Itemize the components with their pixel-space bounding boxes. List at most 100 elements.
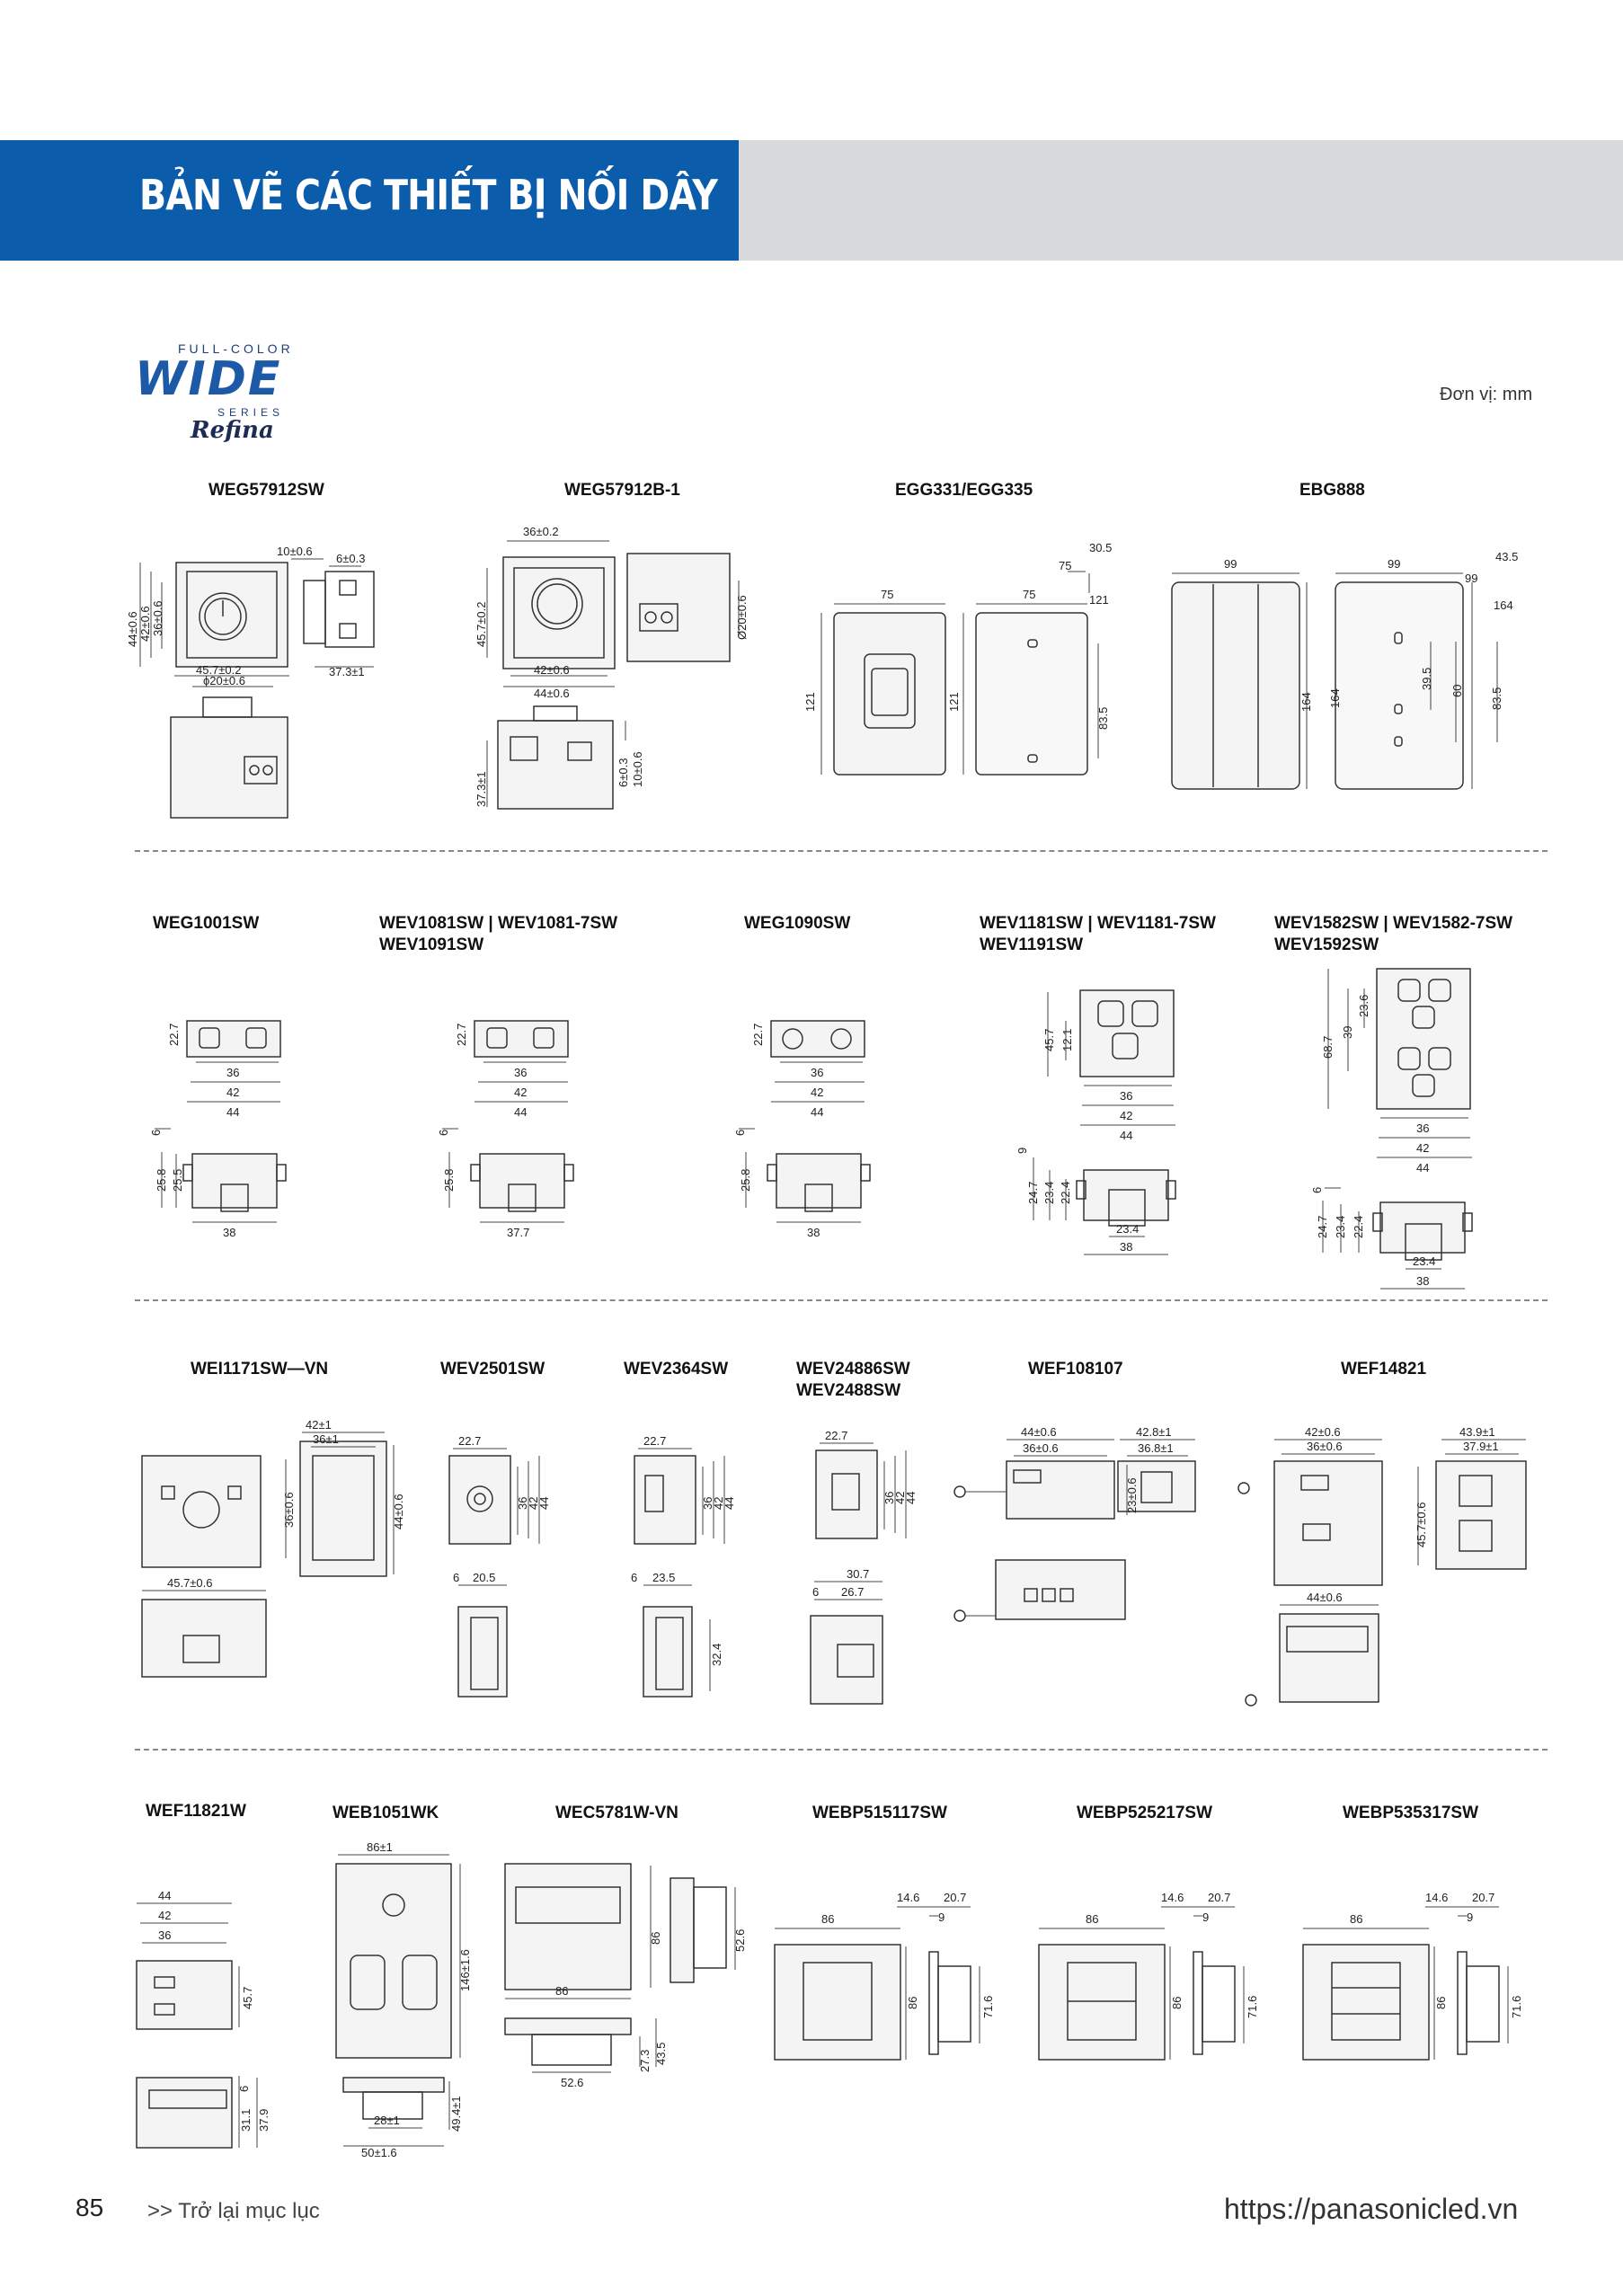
dim-label: 86 — [1434, 1997, 1448, 2009]
dim-label: 44±0.6 — [1021, 1425, 1057, 1439]
model-label: WEF14821 — [1341, 1360, 1427, 1378]
back-to-toc-link[interactable]: >> Trở lại mục lục — [147, 2199, 320, 2223]
section-divider — [135, 850, 1548, 852]
dim-label: 36 — [1416, 1121, 1429, 1135]
dim-label: 23.4 — [1413, 1254, 1435, 1268]
dim-label: 14.6 — [1161, 1891, 1184, 1904]
dim-label: 45.7±0.2 — [196, 663, 242, 677]
dim-label: 42 — [226, 1086, 239, 1099]
dim-label: 42 — [158, 1909, 171, 1922]
dim-label: 42 — [1416, 1141, 1429, 1155]
dim-label: 23.6 — [1357, 995, 1370, 1017]
dim-label: 36.8±1 — [1138, 1441, 1174, 1455]
model-label: WEI1171SW—VN — [191, 1360, 329, 1378]
drawing-wev1081sw: 22.7 36 42 44 6 25.8 37.7 — [431, 1008, 584, 1242]
dim-label: 86 — [555, 1984, 568, 1998]
dim-label: 36 — [158, 1928, 171, 1942]
dim-label: 6±0.3 — [336, 552, 365, 565]
page-title: BẢN VẼ CÁC THIẾT BỊ NỐI DÂY — [139, 171, 718, 219]
drawing-webp535317sw: 86 14.6 20.7 9 86 71.6 — [1299, 1891, 1569, 2070]
dim-label: 86 — [1350, 1912, 1362, 1926]
dim-label: 6 — [437, 1130, 450, 1136]
dim-label: 44 — [811, 1105, 823, 1119]
dim-label: 86 — [821, 1912, 834, 1926]
model-label: WEG57912SW — [208, 481, 324, 500]
dim-label: 22.7 — [825, 1429, 847, 1442]
dim-label: 68.7 — [1321, 1036, 1335, 1059]
drawing-webp525217sw: 86 14.6 20.7 9 86 71.6 — [1035, 1891, 1305, 2070]
dim-label: 86 — [1170, 1997, 1184, 2009]
dim-label: 23.4 — [1334, 1216, 1347, 1238]
dim-label: 23.4 — [1042, 1182, 1056, 1204]
dim-label: 22.7 — [751, 1024, 765, 1046]
dim-label: 10±0.6 — [277, 545, 313, 558]
dim-label: 20.7 — [944, 1891, 966, 1904]
dim-label: 38 — [223, 1226, 235, 1239]
dim-label: 86 — [1086, 1912, 1098, 1926]
section-divider — [135, 1299, 1548, 1301]
dim-label: 9 — [1015, 1148, 1029, 1154]
dim-label: 25.8 — [739, 1169, 752, 1192]
dim-label: 37.9 — [257, 2109, 270, 2132]
dim-label: 42 — [811, 1086, 823, 1099]
dim-label: 71.6 — [981, 1996, 995, 2018]
dim-label: 75 — [1059, 559, 1071, 572]
dim-label: 22.7 — [458, 1434, 481, 1448]
dim-label: 24.7 — [1316, 1216, 1329, 1238]
drawing-weg57912b-1: 36±0.2 45.7±0.2 42±0.6 44±0.6 Ø20±0.6 37… — [467, 521, 809, 845]
dim-label: 44 — [226, 1105, 239, 1119]
drawing-web1051wk: 86±1 146±1.6 49.4±1 28±1 50±1.6 — [327, 1837, 489, 2160]
dim-label: 38 — [1120, 1240, 1132, 1254]
dim-label: 26.7 — [841, 1585, 864, 1599]
header-bar — [0, 140, 739, 261]
drawing-wev2501sw: 22.7 36 42 44 6 20.5 — [435, 1431, 579, 1709]
drawing-wef11821w: 44 42 36 45.7 6 31.1 37.9 — [131, 1887, 293, 2166]
dim-label: 42 — [893, 1492, 907, 1504]
dim-label: 36 — [882, 1492, 896, 1504]
model-label: WEV1081SW | WEV1081-7SW WEV1091SW — [379, 914, 618, 954]
dim-label: 99 — [1388, 557, 1400, 571]
dim-label: 44±0.6 — [392, 1494, 405, 1529]
dim-label: 44±0.6 — [534, 687, 570, 700]
dim-label: 42.8±1 — [1136, 1425, 1172, 1439]
drawing-wec5781w-vn: 86 52.6 86 27.3 43.5 52.6 — [500, 1851, 751, 2089]
dim-label: 32.4 — [710, 1644, 723, 1666]
dim-label: 36±0.6 — [151, 600, 164, 636]
dim-label: 45.7 — [241, 1987, 254, 2009]
dim-label: 22.7 — [643, 1434, 666, 1448]
dim-label: 22.4 — [1059, 1182, 1072, 1204]
dim-label: 37.3±1 — [329, 665, 365, 678]
dim-label: 9 — [1467, 1910, 1473, 1924]
dim-label: 37.7 — [507, 1226, 529, 1239]
dim-label: 75 — [881, 588, 893, 601]
dim-label: 36 — [811, 1066, 823, 1079]
dim-label: 52.6 — [733, 1929, 747, 1952]
dim-label: 37.3±1 — [474, 771, 488, 807]
drawing-wef108107: 44±0.6 36±0.6 23±0.6 42.8±1 36.8±1 — [949, 1422, 1219, 1646]
dim-label: 71.6 — [1246, 1996, 1259, 2018]
dim-label: 43.5 — [1495, 550, 1518, 563]
model-label: WEBP535317SW — [1343, 1804, 1479, 1822]
wide-series-logo: FULL-COLOR WIDE SERIES Refina — [135, 341, 294, 444]
dim-label: 22.7 — [167, 1024, 181, 1046]
dim-label: 36 — [1120, 1089, 1132, 1103]
dim-label: 12.1 — [1060, 1029, 1074, 1051]
dim-label: 27.3 — [638, 2050, 652, 2072]
model-label: WEC5781W-VN — [555, 1804, 678, 1822]
dim-label: 164 — [1328, 688, 1342, 708]
dim-label: 38 — [1416, 1274, 1429, 1288]
dim-label: 30.7 — [847, 1567, 869, 1581]
dim-label: 52.6 — [561, 2076, 583, 2089]
dim-label: 20.7 — [1472, 1891, 1494, 1904]
dim-label: 45.7±0.6 — [1415, 1502, 1428, 1547]
dim-label: 22.7 — [455, 1024, 468, 1046]
dim-label: 36±0.6 — [282, 1492, 296, 1528]
dim-label: 86±1 — [367, 1840, 393, 1854]
dim-label: 86 — [649, 1932, 662, 1945]
website-link[interactable]: https://panasonicled.vn — [1224, 2193, 1519, 2225]
dim-label: 121 — [803, 692, 817, 712]
page-number: 85 — [75, 2194, 104, 2221]
dim-label: 22.4 — [1352, 1216, 1365, 1238]
dim-label: 44 — [1120, 1129, 1132, 1142]
model-label: WEV24886SW WEV2488SW — [796, 1360, 910, 1400]
